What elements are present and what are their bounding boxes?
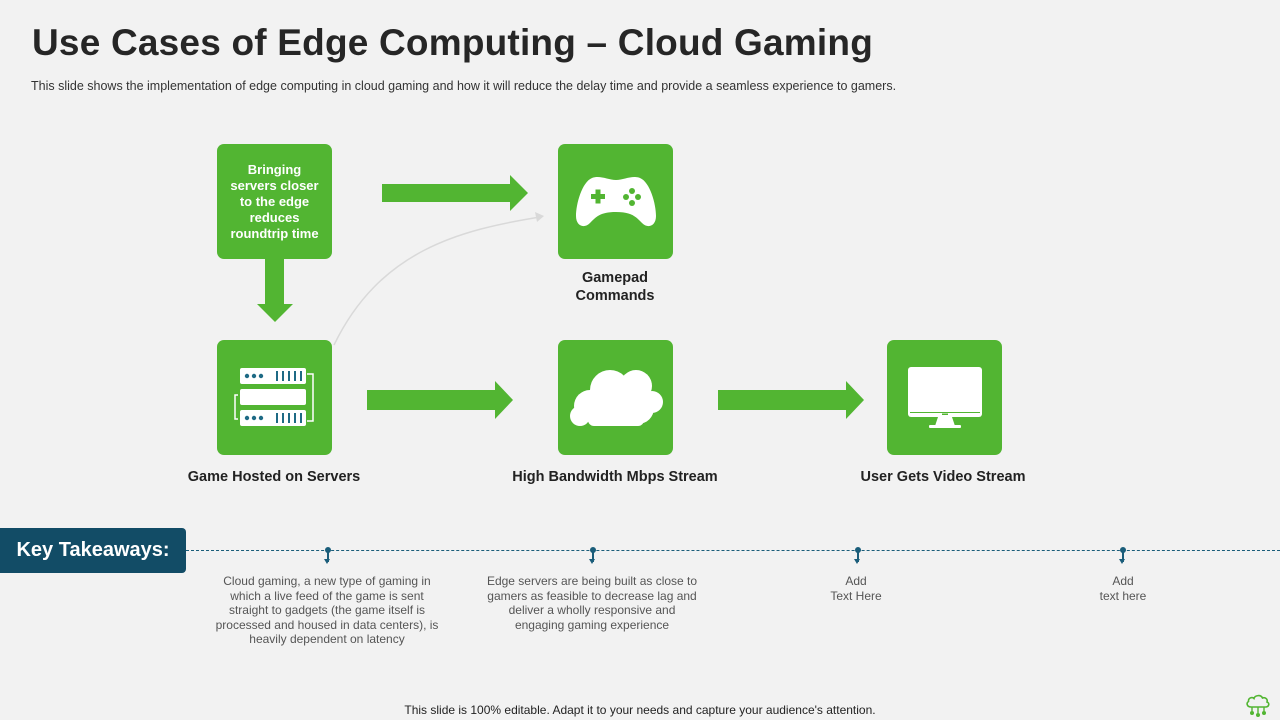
edge-box: Bringing servers closer to the edge redu… bbox=[217, 144, 332, 259]
takeaway-text-4-line1: Add bbox=[1112, 574, 1134, 588]
key-takeaways-heading: Key Takeaways: bbox=[0, 528, 186, 573]
cloud-label: High Bandwidth Mbps Stream bbox=[512, 469, 718, 485]
gamepad-label-line2: Commands bbox=[575, 288, 655, 304]
curved-connector-arrowhead bbox=[535, 212, 544, 222]
takeaway-text-3-line2: Text Here bbox=[830, 588, 882, 603]
servers-box bbox=[217, 340, 332, 455]
arrow-edge-to-gamepad bbox=[382, 175, 528, 211]
edge-box-text: Bringing servers closer to the edge redu… bbox=[230, 161, 319, 241]
server-rack-icon bbox=[233, 367, 314, 426]
gamepad-icon bbox=[575, 176, 656, 226]
takeaway-text-2: Edge servers are being built as close to… bbox=[486, 574, 698, 632]
gamepad-label: Gamepad Commands bbox=[555, 269, 675, 305]
cloud-network-icon bbox=[1246, 694, 1270, 717]
takeaways-timeline bbox=[186, 550, 1280, 551]
slide-subtitle: This slide shows the implementation of e… bbox=[31, 79, 897, 93]
arrow-servers-to-cloud bbox=[367, 381, 513, 419]
takeaway-text-3: Add Text Here bbox=[791, 574, 921, 603]
monitor-box bbox=[887, 340, 1002, 455]
curved-connector bbox=[333, 216, 541, 346]
gamepad-label-line1: Gamepad bbox=[581, 270, 649, 286]
takeaway-text-4-line2: text here bbox=[1099, 588, 1147, 603]
timeline-marker bbox=[1119, 547, 1125, 564]
gamepad-box bbox=[558, 144, 673, 259]
takeaway-text-4: Add text here bbox=[1058, 574, 1188, 603]
slide-title: Use Cases of Edge Computing – Cloud Gami… bbox=[32, 22, 873, 63]
cloud-box bbox=[558, 340, 673, 455]
arrow-cloud-to-monitor bbox=[718, 381, 864, 419]
servers-label: Game Hosted on Servers bbox=[187, 469, 361, 485]
takeaway-text-3-line1: Add bbox=[845, 574, 867, 588]
cloud-icon bbox=[569, 369, 663, 426]
monitor-icon bbox=[907, 366, 982, 428]
timeline-marker bbox=[324, 547, 330, 564]
monitor-label: User Gets Video Stream bbox=[860, 469, 1026, 485]
timeline-marker bbox=[854, 547, 860, 564]
slide-footer: This slide is 100% editable. Adapt it to… bbox=[404, 703, 876, 717]
arrow-edge-to-servers bbox=[257, 259, 293, 322]
timeline-marker bbox=[589, 547, 595, 564]
takeaway-text-1: Cloud gaming, a new type of gaming in wh… bbox=[215, 574, 439, 646]
